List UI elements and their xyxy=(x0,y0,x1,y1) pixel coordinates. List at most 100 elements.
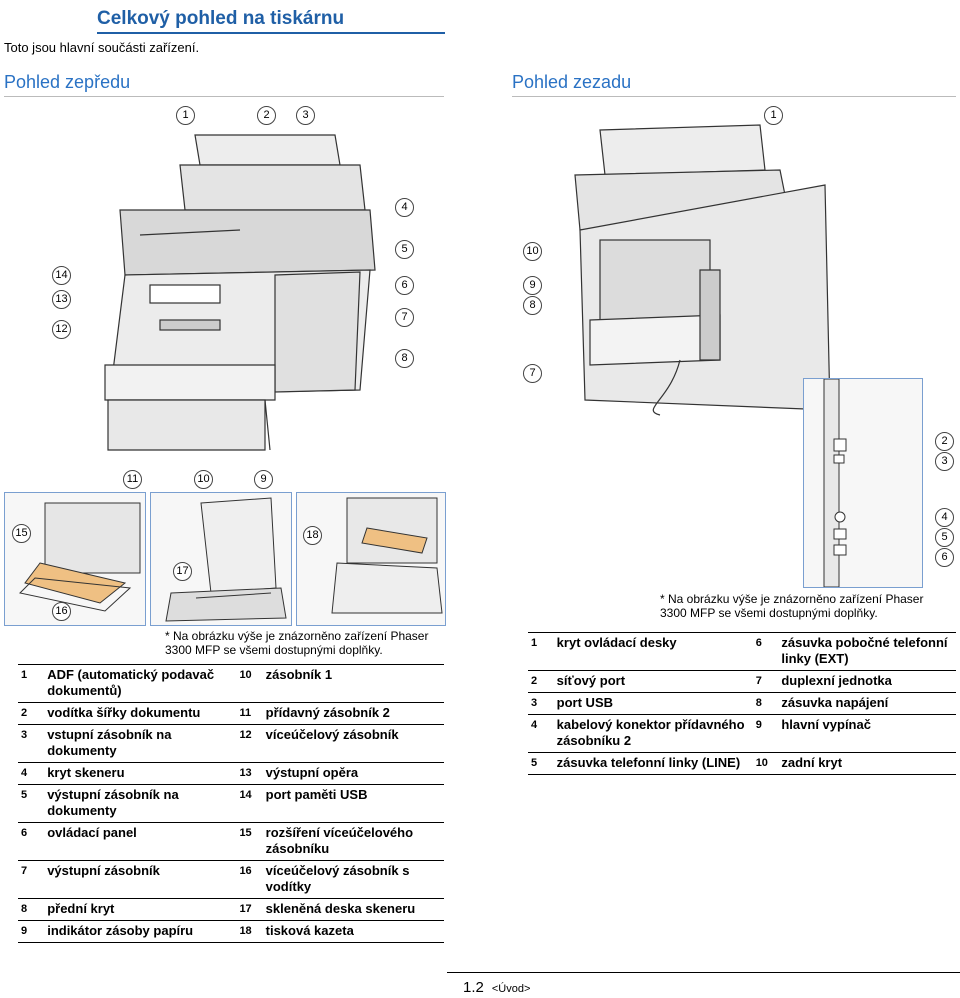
part-number: 18 xyxy=(239,925,252,937)
table-row: 2 vodítka šířky dokumentu 11 přídavný zásob… xyxy=(18,703,444,725)
callout-1: 1 xyxy=(176,106,195,125)
part-number: 5 xyxy=(21,789,28,801)
part-label: víceúčelový zásobník s vodítky xyxy=(265,863,410,894)
table-row: 5 výstupní zásobník na dokumenty 14 port pa… xyxy=(18,785,444,823)
part-number: 10 xyxy=(239,669,252,681)
front-heading-rule xyxy=(4,96,444,97)
rear-callout-9: 9 xyxy=(523,276,542,295)
part-label: ADF (automatický podavač dokumentů) xyxy=(47,667,215,698)
callout-3: 3 xyxy=(296,106,315,125)
callout-10: 10 xyxy=(194,470,213,489)
part-label: kabelový konektor přídavného zásobníku 2 xyxy=(556,717,745,748)
part-number: 12 xyxy=(239,729,252,741)
callout-4: 4 xyxy=(395,198,414,217)
callout-5: 5 xyxy=(395,240,414,259)
title-rule xyxy=(97,32,445,34)
part-label: zásuvka telefonní linky (LINE) xyxy=(556,755,741,770)
toc-link[interactable]: <Úvod> xyxy=(491,983,531,995)
part-label: zásuvka napájení xyxy=(781,695,889,710)
rear-callout-8: 8 xyxy=(523,296,542,315)
part-label: rozšíření víceúčelového zásobníku xyxy=(265,825,414,856)
rear-callout-10: 10 xyxy=(523,242,542,261)
part-number: 11 xyxy=(239,707,252,719)
part-number: 9 xyxy=(21,925,28,937)
part-number: 5 xyxy=(531,757,538,769)
callout-17: 17 xyxy=(173,562,192,581)
part-label: přední kryt xyxy=(47,901,115,916)
part-number: 10 xyxy=(755,757,768,769)
page-number: 1.2 xyxy=(463,979,484,996)
callout-12: 12 xyxy=(52,320,71,339)
rear-heading-rule xyxy=(512,96,956,97)
detail-box-toner-cartridge xyxy=(296,492,446,626)
callout-7: 7 xyxy=(395,308,414,327)
part-number: 4 xyxy=(21,767,28,779)
intro-text: Toto jsou hlavní součásti zařízení. xyxy=(4,40,200,55)
rear-printer-illustration xyxy=(574,124,831,416)
front-parts-table: 1 ADF (automatický podavač dokumentů) 10 zá… xyxy=(18,664,444,943)
rear-callout-6: 6 xyxy=(935,548,954,567)
part-number: 6 xyxy=(21,827,28,839)
footer-rule xyxy=(447,972,960,973)
part-label: duplexní jednotka xyxy=(781,673,892,688)
callout-13: 13 xyxy=(52,290,71,309)
table-row: 4 kryt skeneru 13 výstupní opěra xyxy=(18,763,444,785)
part-number: 7 xyxy=(21,865,28,877)
callout-15: 15 xyxy=(12,524,31,543)
rear-callout-4: 4 xyxy=(935,508,954,527)
part-label: skleněná deska skeneru xyxy=(265,901,416,916)
part-number: 1 xyxy=(21,669,28,681)
scanner-glass-illustration xyxy=(165,497,287,622)
callout-6: 6 xyxy=(395,276,414,295)
part-label: port paměti USB xyxy=(265,787,368,802)
table-row: 6 ovládací panel 15 rozšíření víceúčelového… xyxy=(18,823,444,861)
part-label: síťový port xyxy=(556,673,626,688)
part-number: 17 xyxy=(239,903,252,915)
part-label: kryt ovládací desky xyxy=(556,635,677,650)
part-number: 8 xyxy=(21,903,28,915)
part-label: port USB xyxy=(556,695,614,710)
rear-ports-illustration xyxy=(823,378,847,588)
callout-9: 9 xyxy=(254,470,273,489)
part-label: výstupní zásobník xyxy=(47,863,160,878)
table-row: 5 zásuvka telefonní linky (LINE) 10 zadní k… xyxy=(528,753,956,775)
rear-note: * Na obrázku výše je znázorněno zařízení… xyxy=(660,592,924,620)
part-number: 9 xyxy=(755,719,762,731)
detail-box-rear-ports xyxy=(803,378,923,588)
part-label: výstupní zásobník na dokumenty xyxy=(47,787,179,818)
rear-view-heading: Pohled zezadu xyxy=(512,72,632,92)
detail-box-scanner-glass xyxy=(150,492,292,626)
part-label: přídavný zásobník 2 xyxy=(265,705,390,720)
front-note: * Na obrázku výše je znázorněno zařízení… xyxy=(165,629,429,657)
callout-14: 14 xyxy=(52,266,71,285)
table-row: 2 síťový port 7 duplexní jednotka xyxy=(528,671,956,693)
part-label: vodítka šířky dokumentu xyxy=(47,705,201,720)
part-number: 15 xyxy=(239,827,252,839)
callout-18: 18 xyxy=(303,526,322,545)
part-number: 7 xyxy=(755,675,762,687)
part-label: zadní kryt xyxy=(781,755,843,770)
rear-callout-7: 7 xyxy=(523,364,542,383)
table-row: 8 přední kryt 17 skleněná deska skeneru xyxy=(18,899,444,921)
part-label: výstupní opěra xyxy=(265,765,359,780)
part-number: 2 xyxy=(21,707,28,719)
rear-callout-1: 1 xyxy=(764,106,783,125)
part-label: ovládací panel xyxy=(47,825,137,840)
part-number: 2 xyxy=(531,675,538,687)
part-label: kryt skeneru xyxy=(47,765,125,780)
rear-callout-5: 5 xyxy=(935,528,954,547)
detail-box-mp-tray xyxy=(4,492,146,626)
part-number: 14 xyxy=(239,789,252,801)
front-printer-illustration xyxy=(104,134,376,451)
part-number: 3 xyxy=(21,729,28,741)
part-label: hlavní vypínač xyxy=(781,717,871,732)
part-label: zásobník 1 xyxy=(265,667,333,682)
part-number: 13 xyxy=(239,767,252,779)
footer: 1.2 <Úvod> xyxy=(463,979,530,996)
part-label: víceúčelový zásobník xyxy=(265,727,399,742)
